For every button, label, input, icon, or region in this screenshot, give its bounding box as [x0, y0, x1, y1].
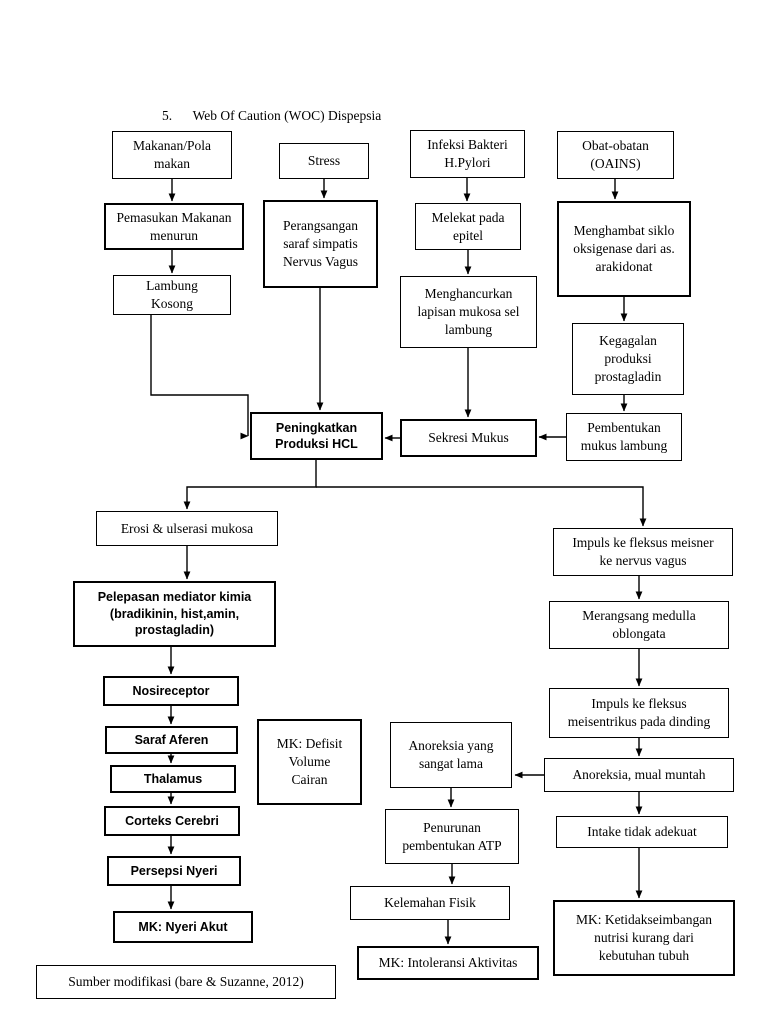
node-persepsi: Persepsi Nyeri	[107, 856, 241, 886]
node-label-sekresi: Sekresi Mukus	[428, 430, 509, 446]
node-pelepasan: Pelepasan mediator kimia(bradikinin, his…	[73, 581, 276, 647]
node-label-mk_nyeri: MK: Nyeri Akut	[138, 919, 228, 934]
node-label-kelemahan: Kelemahan Fisik	[384, 895, 476, 911]
node-label-anoreksia_mual: Anoreksia, mual muntah	[572, 767, 706, 783]
node-label-saraf_aferen: Saraf Aferen	[134, 732, 209, 747]
page-title: 5. Web Of Caution (WOC) Dispepsia	[162, 108, 381, 124]
node-label-obat: Obat-obatan(OAINS)	[582, 138, 649, 171]
node-label-corteks: Corteks Cerebri	[125, 813, 219, 828]
node-label-thalamus: Thalamus	[143, 771, 203, 786]
node-saraf_aferen: Saraf Aferen	[105, 726, 238, 754]
node-obat: Obat-obatan(OAINS)	[557, 131, 674, 179]
node-stress: Stress	[279, 143, 369, 179]
node-thalamus: Thalamus	[110, 765, 236, 793]
node-label-stress: Stress	[307, 153, 341, 169]
node-label-mk_intoleransi: MK: Intoleransi Aktivitas	[378, 955, 518, 971]
node-mk_nyeri: MK: Nyeri Akut	[113, 911, 253, 943]
node-label-intake: Intake tidak adekuat	[587, 824, 697, 840]
node-anoreksia_mual: Anoreksia, mual muntah	[544, 758, 734, 792]
node-mk_intoleransi: MK: Intoleransi Aktivitas	[357, 946, 539, 980]
page-title-text: Web Of Caution (WOC) Dispepsia	[192, 108, 382, 123]
node-label-persepsi: Persepsi Nyeri	[130, 863, 218, 878]
node-erosi: Erosi & ulserasi mukosa	[96, 511, 278, 546]
node-label-pelepasan: Pelepasan mediator kimia(bradikinin, his…	[97, 590, 252, 638]
node-sumber: Sumber modifikasi (bare & Suzanne, 2012)	[36, 965, 336, 999]
node-intake: Intake tidak adekuat	[556, 816, 728, 848]
node-sekresi: Sekresi Mukus	[400, 419, 537, 457]
node-label-erosi: Erosi & ulserasi mukosa	[120, 520, 254, 536]
node-corteks: Corteks Cerebri	[104, 806, 240, 836]
page-title-number: 5.	[162, 108, 173, 123]
node-label-nosireceptor: Nosireceptor	[132, 683, 210, 698]
node-nosireceptor: Nosireceptor	[103, 676, 239, 706]
node-kelemahan: Kelemahan Fisik	[350, 886, 510, 920]
node-label-sumber: Sumber modifikasi (bare & Suzanne, 2012)	[68, 974, 304, 990]
